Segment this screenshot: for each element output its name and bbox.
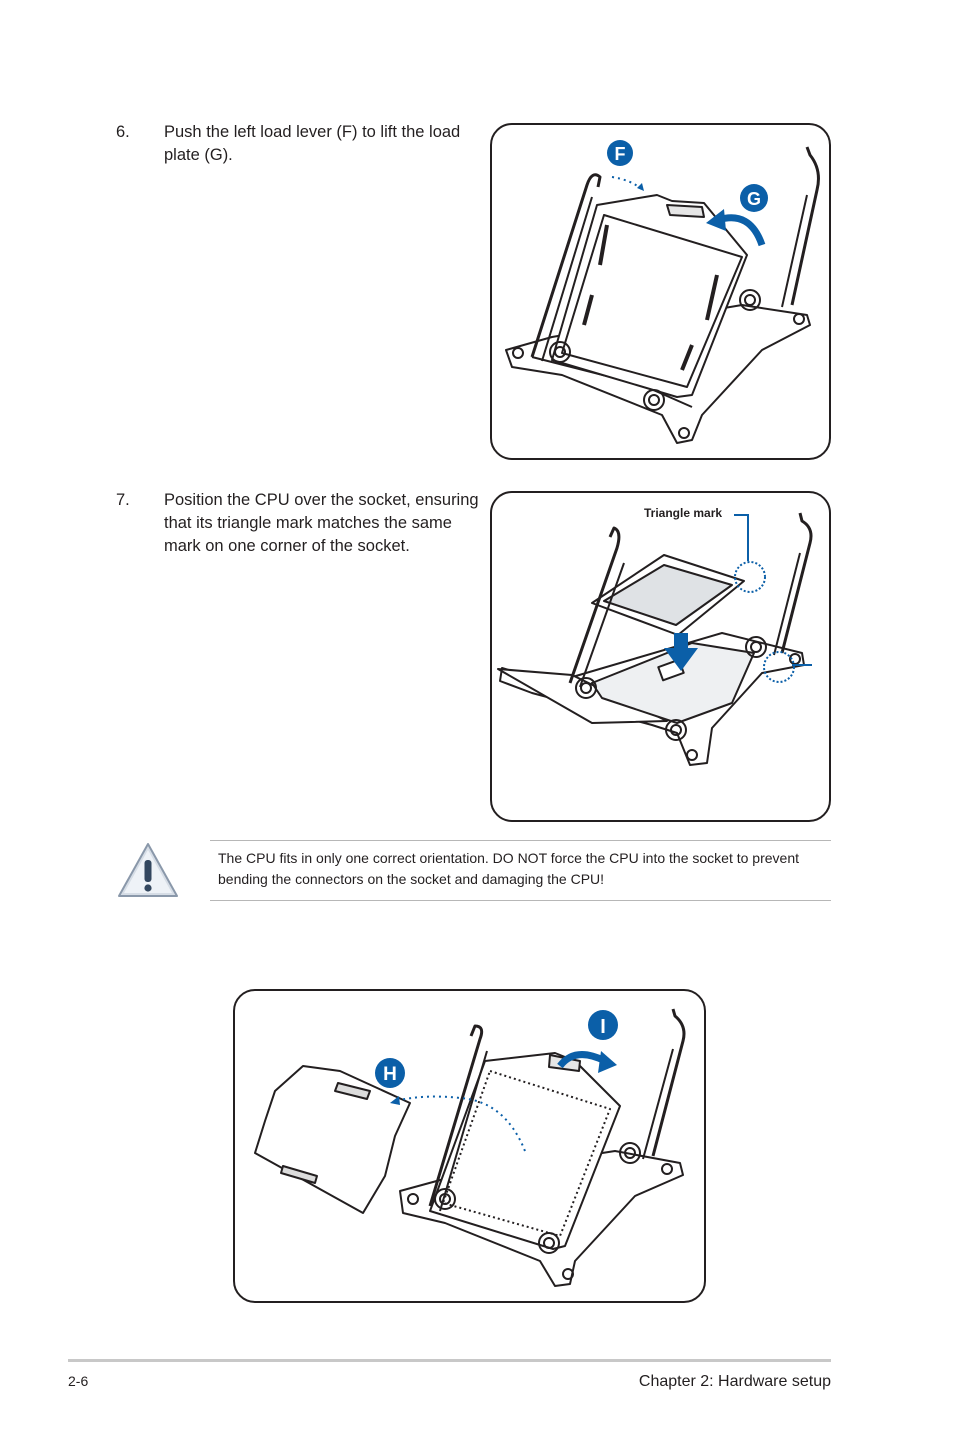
figure-remove-pnp-cap: H I	[233, 989, 706, 1303]
callout-i-marker	[588, 1010, 618, 1040]
callout-h: H	[383, 1064, 397, 1085]
socket-illustration-1: F G	[505, 140, 820, 444]
footer-rule	[68, 1359, 831, 1362]
notice-top-rule	[210, 840, 831, 841]
step-number: 7.	[116, 491, 130, 509]
page-number: 2-6	[68, 1373, 89, 1389]
step-number: 6.	[116, 123, 130, 141]
notice-bottom-rule	[210, 900, 831, 901]
figure-lift-load-plate: F G	[490, 123, 831, 460]
callout-f: F	[615, 144, 626, 164]
notice-text: The CPU fits in only one correct orienta…	[218, 850, 799, 887]
callout-h-marker	[375, 1058, 405, 1088]
socket-illustration-2	[497, 512, 813, 766]
triangle-mark-label: Triangle mark	[644, 506, 723, 520]
callout-i: I	[600, 1016, 606, 1038]
callout-g-marker	[740, 184, 768, 212]
warning-triangle-icon	[116, 838, 180, 902]
chapter-title: Chapter 2: Hardware setup	[638, 1373, 831, 1390]
socket-illustration-3: H I	[254, 1008, 686, 1287]
step-text: Push the left load lever (F) to lift the…	[164, 123, 461, 164]
step-text: Position the CPU over the socket, ensuri…	[164, 491, 479, 555]
callout-f-marker	[607, 140, 633, 166]
callout-g: G	[747, 189, 761, 209]
figure-position-cpu	[490, 491, 831, 822]
